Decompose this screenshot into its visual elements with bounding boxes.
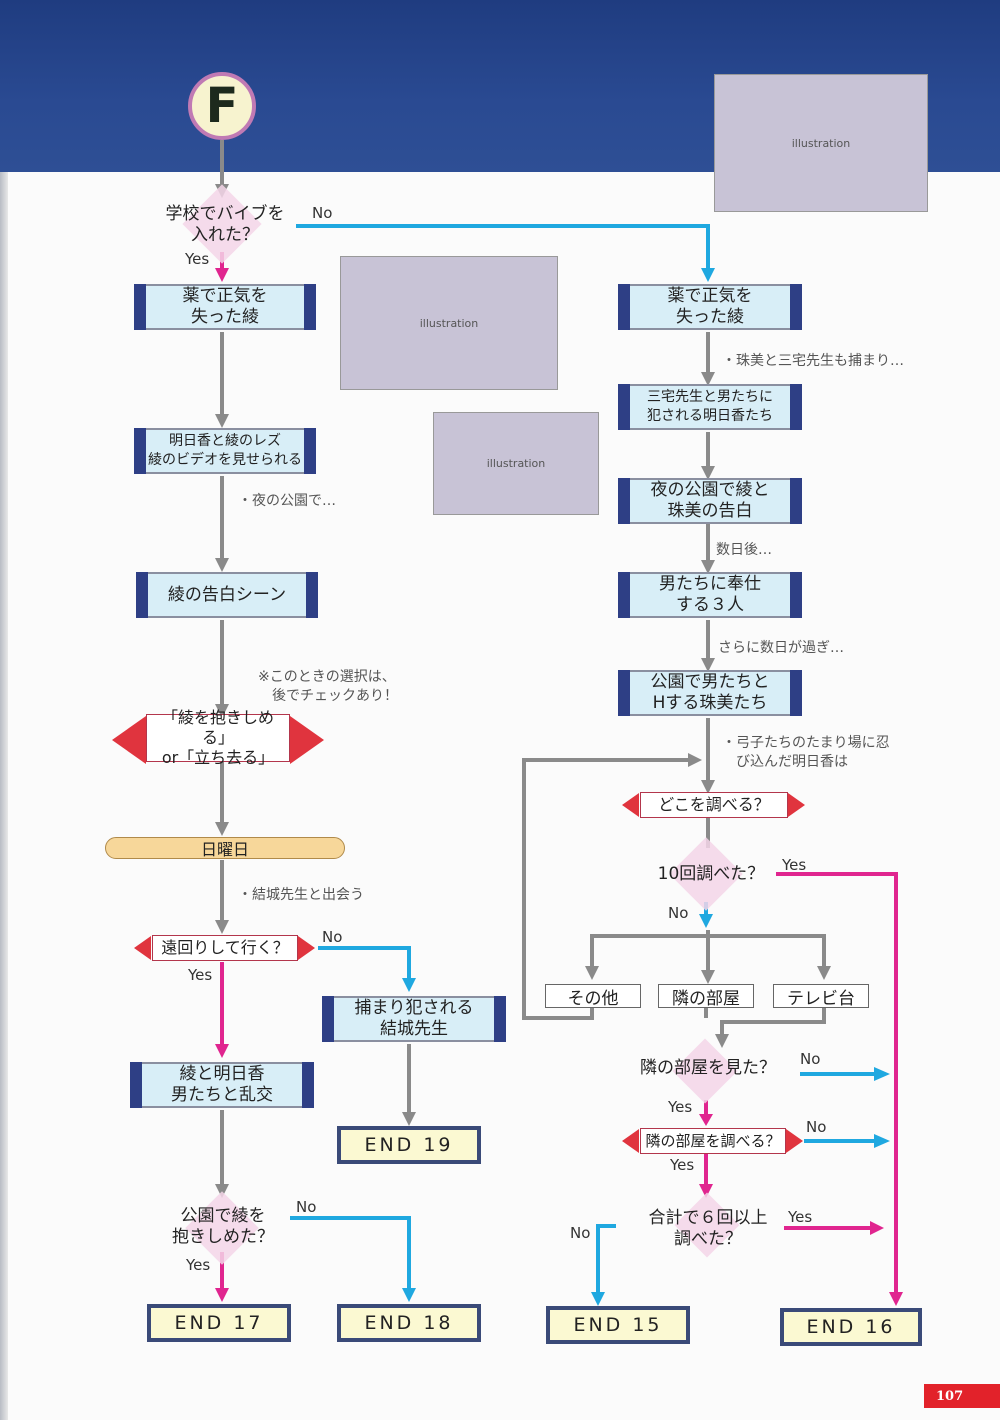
- no-lines: [290, 224, 876, 1294]
- choice-arrow-right-icon: [788, 793, 805, 817]
- no-label: No: [312, 204, 333, 222]
- no-label: No: [570, 1224, 591, 1242]
- right-flow-arrowheads: [585, 372, 831, 1048]
- left-flow-lines: [220, 140, 411, 1186]
- note-night-park: ・夜の公園で…: [238, 493, 336, 509]
- option-tv-stand: テレビ台: [773, 984, 869, 1009]
- choice-arrow-left-icon: [622, 793, 639, 817]
- choice-detour: 遠回りして行く？: [152, 935, 298, 961]
- option-other: その他: [545, 984, 641, 1009]
- yes-lines: [220, 252, 898, 1294]
- header-scene-image: illustration: [714, 74, 928, 212]
- note-hideout: ・弓子たちのたまり場に忍 び込んだ明日香は: [722, 735, 890, 770]
- choice-where-search: どこを調べる？: [640, 792, 788, 818]
- sunday-label: 日曜日: [105, 837, 345, 859]
- scene-image-1: illustration: [340, 256, 558, 390]
- box-park: 公園で男たちと Hする珠美たち: [618, 670, 802, 716]
- question-hugged: 公園で綾を 抱きしめた？: [172, 1206, 274, 1247]
- yes-label: Yes: [782, 856, 807, 874]
- box-drug-left: 薬で正気を 失った綾: [134, 284, 316, 330]
- choice-arrow-left-icon: [112, 716, 146, 764]
- box-confession: 綾の告白シーン: [136, 572, 318, 618]
- no-arrowheads: [402, 268, 890, 1306]
- end-17: END 17: [147, 1304, 291, 1342]
- no-label: No: [322, 928, 343, 946]
- note-check: ※このときの選択は、 後でチェックあり！: [258, 669, 398, 704]
- page-binding-edge: [0, 0, 8, 1420]
- no-label: No: [296, 1198, 317, 1216]
- choice-arrow-left-icon: [134, 936, 151, 960]
- route-badge: F: [188, 72, 256, 140]
- end-15: END 15: [546, 1306, 690, 1344]
- no-label: No: [668, 904, 689, 922]
- page-number: 107: [924, 1384, 1000, 1408]
- choice-hug-or-leave: 「綾を抱きしめる」 or「立ち去る」: [146, 708, 290, 767]
- box-yuki-caught: 捕まり犯される 結城先生: [322, 996, 506, 1042]
- note-more-days: さらに数日が過ぎ…: [718, 640, 844, 656]
- question-saw-room: 隣の部屋を見た？: [640, 1058, 776, 1078]
- question-six-times: 合計で６回以上 調べた？: [648, 1208, 768, 1249]
- option-next-room: 隣の部屋: [658, 984, 754, 1009]
- choice-arrow-right-icon: [298, 936, 315, 960]
- scene-image-2: illustration: [433, 412, 599, 515]
- note-meet-yuki: ・結城先生と出会う: [238, 887, 364, 903]
- choice-arrow-right-icon: [786, 1129, 803, 1153]
- end-19: END 19: [337, 1126, 481, 1164]
- note-caught: ・珠美と三宅先生も捕まり…: [722, 353, 904, 369]
- choice-search-next-room: 隣の部屋を調べる？: [640, 1128, 786, 1154]
- box-night-confession: 夜の公園で綾と 珠美の告白: [618, 478, 802, 524]
- yes-arrowheads: [215, 268, 903, 1306]
- yes-label: Yes: [670, 1156, 695, 1174]
- question-vibe: 学校でバイブを 入れた？: [165, 204, 285, 245]
- end-16: END 16: [780, 1308, 922, 1346]
- box-video: 明日香と綾のレズ 綾のビデオを見せられる: [134, 428, 316, 474]
- box-drug-right: 薬で正気を 失った綾: [618, 284, 802, 330]
- yes-label: Yes: [668, 1098, 693, 1116]
- choice-arrow-left-icon: [622, 1129, 639, 1153]
- yes-label: Yes: [186, 1256, 211, 1274]
- no-label: No: [806, 1118, 827, 1136]
- box-miyake: 三宅先生と男たちに 犯される明日香たち: [618, 384, 802, 430]
- question-ten-times: 10回調べた？: [657, 864, 765, 884]
- choice-arrow-right-icon: [290, 716, 324, 764]
- yes-label: Yes: [188, 966, 213, 984]
- end-18: END 18: [337, 1304, 481, 1342]
- box-serve: 男たちに奉仕 する３人: [618, 572, 802, 618]
- box-orgy: 綾と明日香 男たちと乱交: [130, 1062, 314, 1108]
- yes-label: Yes: [788, 1208, 813, 1226]
- note-days-later: 数日後…: [716, 542, 772, 558]
- no-label: No: [800, 1050, 821, 1068]
- yes-label: Yes: [185, 250, 210, 268]
